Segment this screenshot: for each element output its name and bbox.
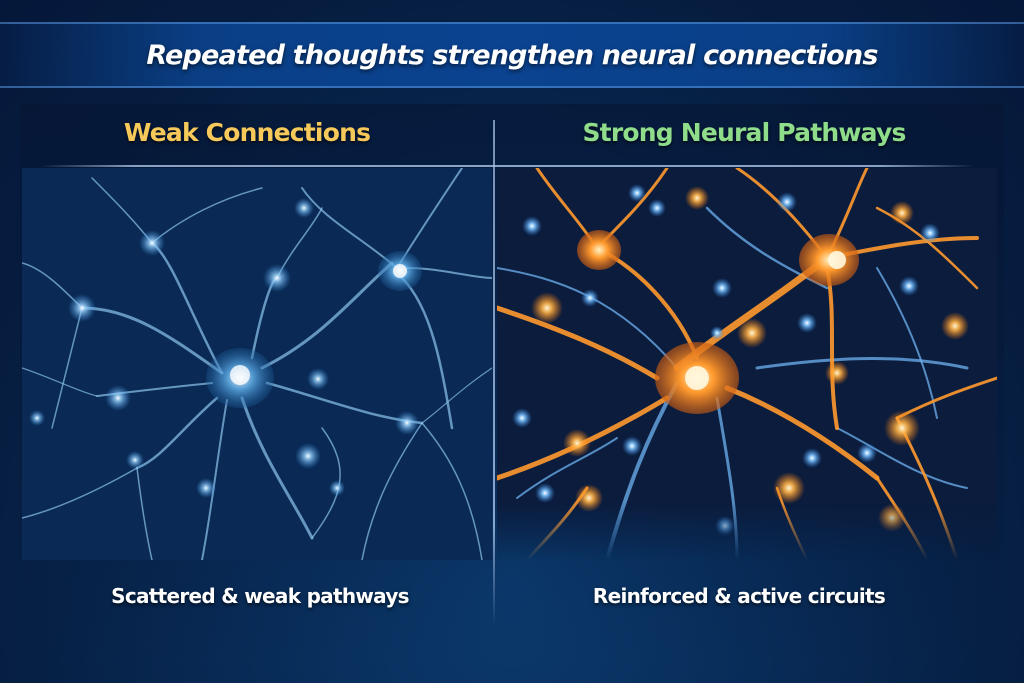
weak-pathways-caption: Scattered & weak pathways	[111, 584, 409, 608]
strong-circuits-caption: Reinforced & active circuits	[592, 584, 886, 608]
vertical-divider	[493, 120, 495, 626]
strong-pathways-heading: Strong Neural Pathways	[582, 118, 906, 147]
horizontal-divider	[40, 165, 975, 167]
orange-neuron-network-icon	[497, 168, 997, 560]
weak-connections-heading: Weak Connections	[123, 118, 371, 147]
blue-neuron-network-icon	[22, 168, 492, 560]
page-title: Repeated thoughts strengthen neural conn…	[146, 39, 878, 71]
title-banner: Repeated thoughts strengthen neural conn…	[0, 22, 1024, 88]
